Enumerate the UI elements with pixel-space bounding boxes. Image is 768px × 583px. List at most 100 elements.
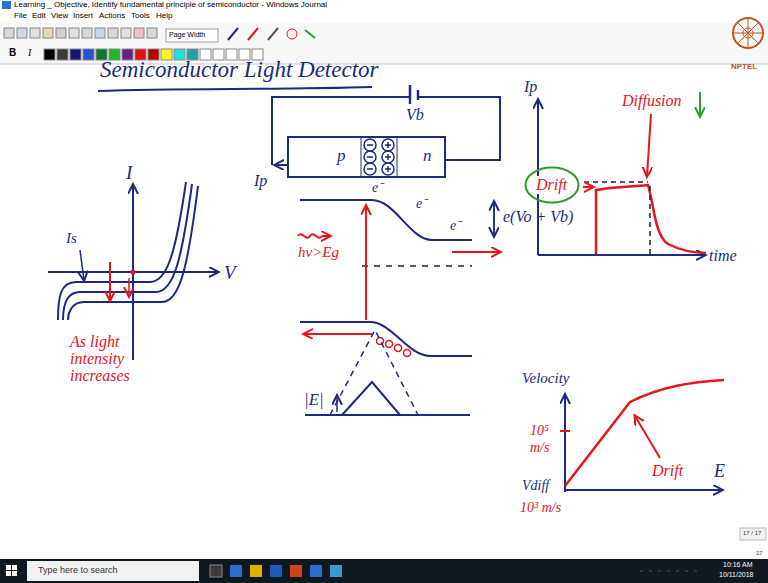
taskbar-part	[330, 565, 342, 577]
photocurrent-response-part	[647, 114, 651, 176]
iv-characteristic-part	[109, 262, 111, 300]
electron-label: e⁻	[416, 196, 427, 212]
unit-label: m/s	[530, 440, 549, 456]
drift-label: Drift	[536, 176, 567, 194]
axis-label: Velocity	[522, 370, 569, 387]
taskbar-part	[210, 565, 222, 577]
velocity-field-plot	[560, 380, 724, 492]
electron-label: e⁻	[450, 218, 461, 234]
ellipse-outline-part	[526, 168, 579, 203]
window-chrome-part	[70, 49, 81, 60]
taskbar-part	[6, 565, 11, 570]
photocurrent-response-part	[538, 254, 705, 256]
band-diagram-part	[404, 350, 411, 357]
velocity-field-plot-part	[565, 380, 724, 486]
logo-text: NPTEL	[731, 62, 757, 71]
window-chrome-part	[287, 29, 297, 39]
iv-characteristic-part	[131, 270, 136, 275]
axis-label: time	[709, 247, 737, 265]
axis-label: Ip	[524, 78, 537, 96]
window-chrome-part	[228, 28, 238, 40]
saturation-current-label: Is	[66, 230, 77, 247]
band-diagram-part	[322, 235, 330, 237]
field-profile-part	[342, 382, 400, 415]
band-diagram-part	[395, 345, 402, 352]
iv-characteristic-part	[68, 186, 198, 320]
clock-time: 10:16 AM	[723, 561, 753, 569]
bold-button: B	[9, 47, 16, 59]
window-chrome-part	[56, 28, 66, 38]
axis-label: I	[126, 162, 132, 184]
band-diagram-part	[365, 206, 367, 320]
title-underline-part	[98, 87, 372, 91]
detector-circuit-part	[361, 138, 397, 176]
band-diagram-part	[304, 333, 372, 335]
detector-circuit-part	[417, 90, 420, 100]
region-label: p	[337, 147, 346, 166]
axis-label: V	[224, 262, 236, 284]
field-profile	[305, 330, 470, 415]
band-diagram-part	[298, 234, 322, 237]
page-counter-part	[740, 528, 766, 540]
taskbar-part	[310, 565, 322, 577]
taskbar-part	[290, 565, 302, 577]
iv-characteristic-part	[80, 250, 84, 280]
taskbar-part	[6, 571, 11, 576]
window-title: Learning _ Objective, Identify fundament…	[14, 0, 327, 9]
italic-button: I	[28, 47, 31, 59]
iv-characteristic-part	[58, 182, 186, 320]
band-diagram-part	[300, 322, 472, 356]
slide-title: Semiconductor Light Detector	[100, 57, 379, 83]
photon-energy-label: hν>Eg	[298, 244, 339, 261]
search-box-hint: Type here to search	[38, 565, 118, 575]
pn-junction-device: pn	[287, 136, 446, 178]
window-chrome-part	[248, 28, 258, 40]
photocurrent-response-part	[649, 186, 651, 254]
photocurrent-response-part	[584, 181, 648, 183]
band-diagram-part	[300, 200, 472, 240]
diffusion-label: Diffusion	[622, 92, 682, 110]
band-diagram-part	[452, 251, 500, 253]
window-chrome-part	[108, 28, 118, 38]
detector-circuit-part	[409, 85, 412, 104]
axis-label: E	[714, 461, 725, 482]
window-chrome	[0, 0, 768, 64]
drift-label: Drift	[652, 462, 683, 480]
iv-characteristic-part	[63, 184, 192, 320]
page-counter	[740, 528, 766, 540]
detector-circuit	[272, 85, 500, 176]
nptel-logo	[733, 18, 763, 48]
window-chrome-part	[44, 49, 55, 60]
title-underline	[98, 87, 372, 91]
band-diagram-part	[362, 265, 472, 267]
photocurrent-label: Ip	[254, 172, 267, 190]
photocurrent-response-part	[583, 186, 593, 188]
clock-date: 10/11/2018	[719, 571, 754, 579]
photocurrent-response	[538, 92, 706, 255]
detector-circuit-part	[385, 142, 391, 172]
menu-item: Actions	[99, 11, 125, 20]
window-chrome-part	[166, 29, 218, 42]
zoom-dropdown: Page Width	[169, 31, 205, 39]
taskbar-part	[270, 565, 282, 577]
velocity-field-plot-part	[565, 489, 722, 491]
barrier-height-label: e(Vo + Vb)	[503, 208, 573, 226]
window-chrome-part	[4, 28, 14, 38]
window-chrome-part	[268, 28, 278, 40]
window-chrome-part	[69, 28, 79, 38]
bias-voltage-label: Vb	[406, 106, 424, 124]
region-label: n	[423, 147, 432, 166]
taskbar-part	[27, 561, 199, 581]
window-chrome-part	[57, 49, 68, 60]
field-axis-label: |E|	[304, 390, 324, 410]
menu-item: Tools	[131, 11, 150, 20]
page-number: 17	[756, 550, 763, 557]
menu-item: File	[14, 11, 27, 20]
velocity-value: 10⁵	[530, 423, 549, 439]
taskbar-part	[12, 565, 17, 570]
menu-item: Insert	[73, 11, 93, 20]
window-chrome-part	[82, 28, 92, 38]
field-profile-part	[330, 330, 418, 415]
highlight-ellipse: Drift	[524, 166, 580, 204]
